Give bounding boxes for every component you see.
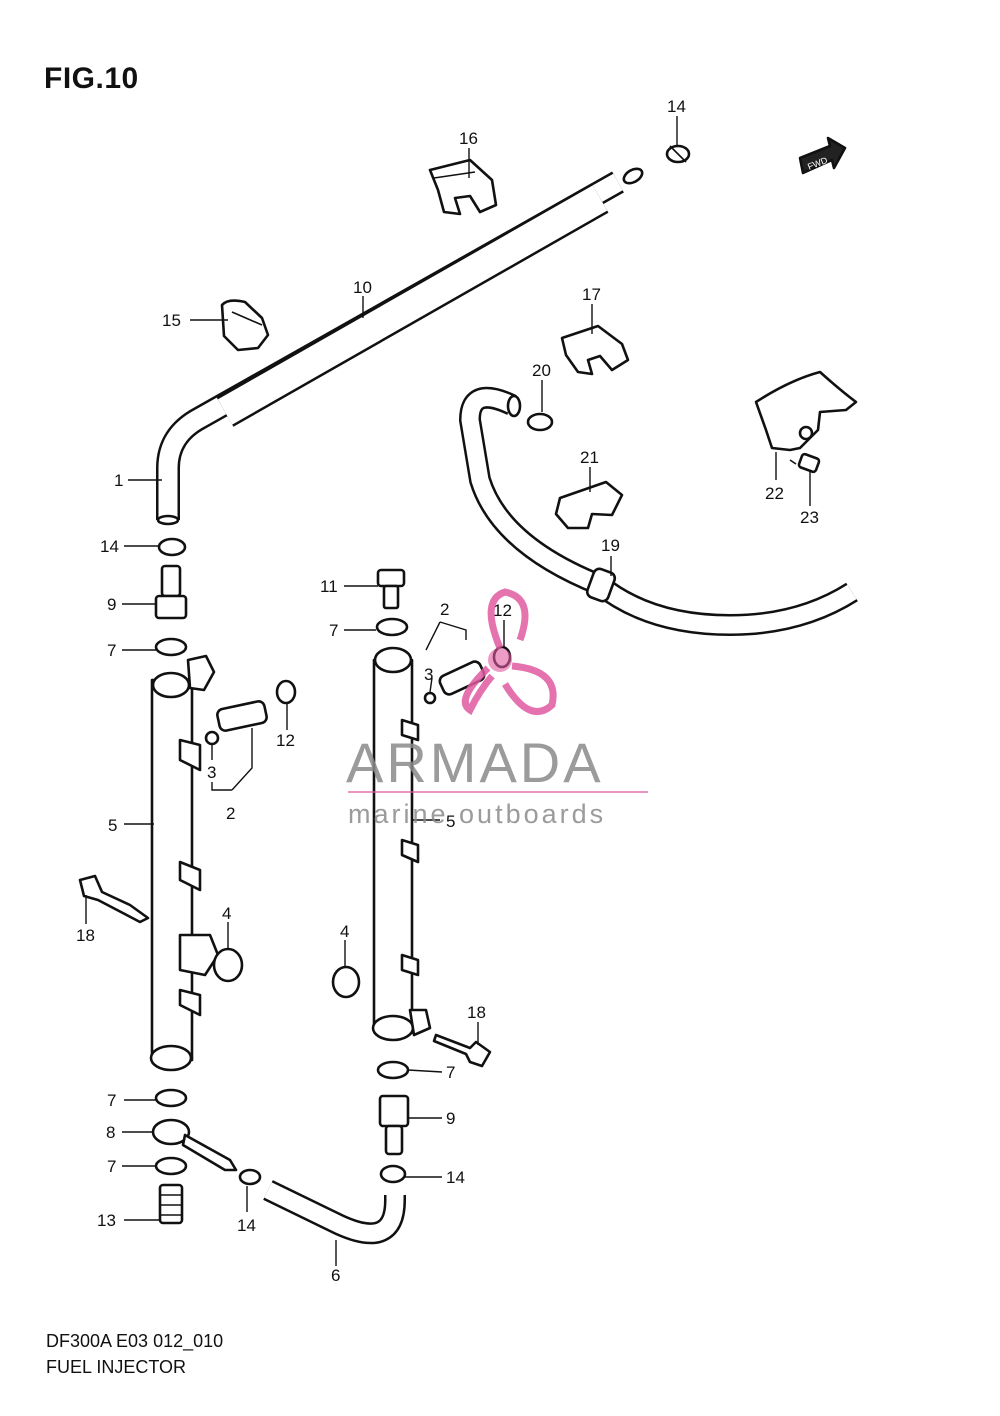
injector-2-left — [204, 679, 297, 746]
callout-7-right: 7 — [329, 621, 338, 640]
bushing-4-right — [331, 965, 361, 999]
watermark-tagline: marine outboards — [348, 799, 606, 829]
callout-10: 10 — [353, 278, 372, 297]
leader-lines — [85, 116, 811, 1266]
propeller-logo-icon — [462, 588, 557, 716]
bolt-11 — [376, 568, 406, 610]
callout-7-left-b2: 7 — [107, 1157, 116, 1176]
washer-7-left-b2 — [154, 1156, 188, 1176]
bolt-23 — [789, 452, 821, 474]
hose-6 — [263, 1180, 406, 1245]
callout-7-left: 7 — [107, 641, 116, 660]
callout-20: 20 — [532, 361, 551, 380]
bracket-22 — [754, 370, 858, 452]
fuel-rail-5-left — [149, 654, 220, 1072]
callout-11: 11 — [320, 577, 338, 596]
clamp-21 — [554, 480, 624, 530]
callout-14-lower-left: 14 — [237, 1216, 256, 1235]
callout-6: 6 — [331, 1266, 340, 1285]
hose-19 — [458, 386, 858, 637]
callout-9-left: 9 — [107, 595, 116, 614]
fwd-direction-badge: FWD — [798, 136, 847, 175]
callout-18-left: 18 — [76, 926, 95, 945]
clip-14-left — [157, 537, 187, 557]
clamp-16 — [428, 158, 498, 216]
washer-7-right-b — [376, 1060, 410, 1080]
callout-12-right: 12 — [493, 601, 512, 620]
section-name: FUEL INJECTOR — [46, 1357, 187, 1377]
watermark-brand: ARMADA — [346, 731, 604, 794]
callout-21: 21 — [580, 448, 599, 467]
callout-13: 13 — [97, 1211, 116, 1230]
washer-7-right-top — [375, 617, 409, 637]
bushing-4-left — [212, 947, 244, 983]
bolt-18-left — [78, 874, 150, 924]
fitting-9-left — [154, 564, 188, 620]
callout-23: 23 — [800, 508, 819, 527]
callout-18-right: 18 — [467, 1003, 486, 1022]
callout-12-left: 12 — [276, 731, 295, 750]
callout-1: 1 — [114, 471, 123, 490]
callout-7-right-b: 7 — [446, 1063, 455, 1082]
callout-labels: 14 16 10 15 17 20 1 21 22 23 19 14 9 11 … — [76, 97, 819, 1285]
clip-14-lower-right — [379, 1164, 407, 1184]
clamp-15 — [220, 299, 270, 352]
bolt-18-right — [432, 1033, 492, 1068]
clip-14-lower-left — [238, 1168, 262, 1186]
callout-4-right: 4 — [340, 922, 349, 941]
callout-22: 22 — [765, 484, 784, 503]
clamp-17 — [560, 324, 630, 376]
callout-7-left-b1: 7 — [107, 1091, 116, 1110]
callout-5-left: 5 — [108, 816, 117, 835]
callout-15: 15 — [162, 311, 181, 330]
callout-17: 17 — [582, 285, 601, 304]
banjo-8 — [151, 1118, 238, 1172]
fitting-9-right — [378, 1094, 410, 1156]
callout-3-right: 3 — [424, 665, 433, 684]
callout-5-right: 5 — [446, 812, 455, 831]
callout-8: 8 — [106, 1123, 115, 1142]
fuel-rail-5-right — [371, 646, 432, 1042]
callout-9-right: 9 — [446, 1109, 455, 1128]
hose-10 — [156, 167, 644, 526]
callout-2-right: 2 — [440, 600, 449, 619]
callout-14-left: 14 — [100, 537, 119, 556]
callout-19: 19 — [601, 536, 620, 555]
armada-watermark: ARMADA marine outboards — [346, 588, 648, 829]
callout-16: 16 — [459, 129, 478, 148]
washer-7-left-top — [154, 637, 188, 657]
bolt-13 — [158, 1183, 184, 1225]
callout-2-left: 2 — [226, 804, 235, 823]
hose-clip-20 — [526, 412, 554, 432]
callout-3-left: 3 — [207, 763, 216, 782]
hose-clip-14-top — [665, 144, 691, 164]
callout-14-top: 14 — [667, 97, 686, 116]
callout-14-lower-right: 14 — [446, 1168, 465, 1187]
model-code: DF300A E03 012_010 — [46, 1331, 224, 1351]
figure-title: FIG.10 — [44, 62, 139, 95]
callout-4-left: 4 — [222, 904, 231, 923]
washer-7-left-b1 — [154, 1088, 188, 1108]
